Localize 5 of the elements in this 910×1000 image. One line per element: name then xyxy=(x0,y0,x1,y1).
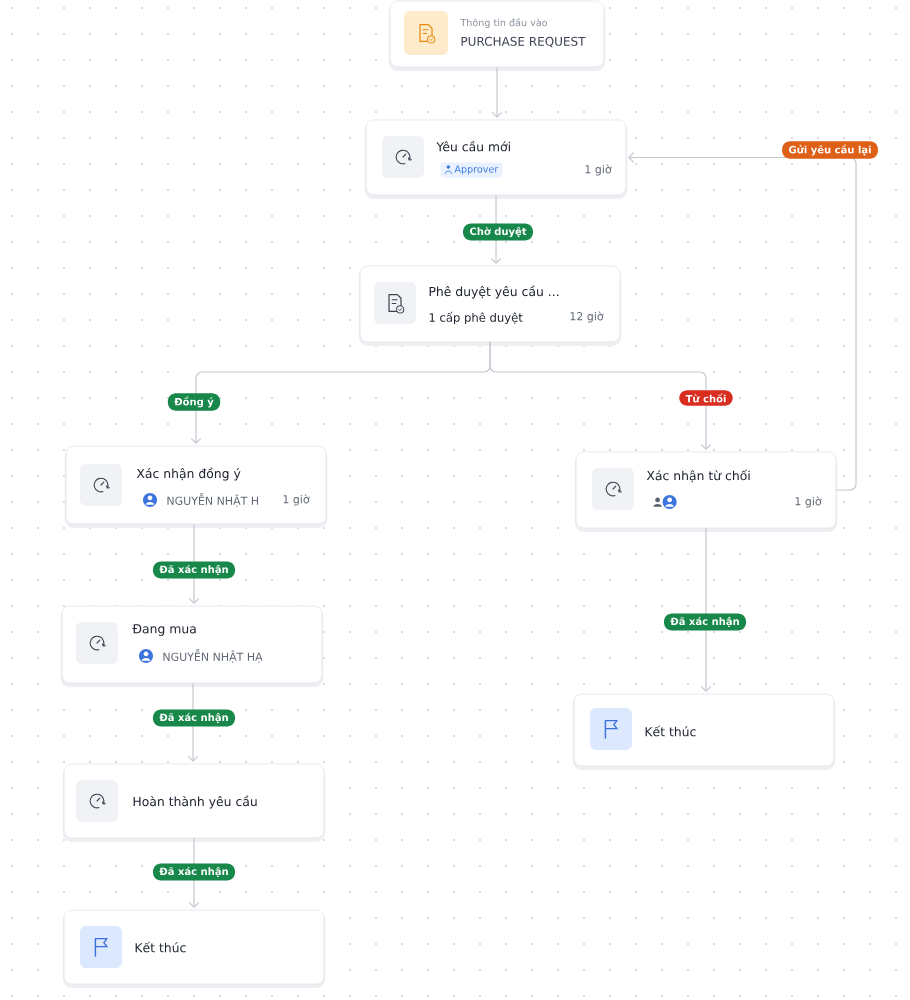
arrow xyxy=(700,527,712,692)
arrow xyxy=(188,523,200,604)
arrow xyxy=(628,152,857,491)
arrow xyxy=(491,66,503,118)
arrow xyxy=(489,341,712,450)
